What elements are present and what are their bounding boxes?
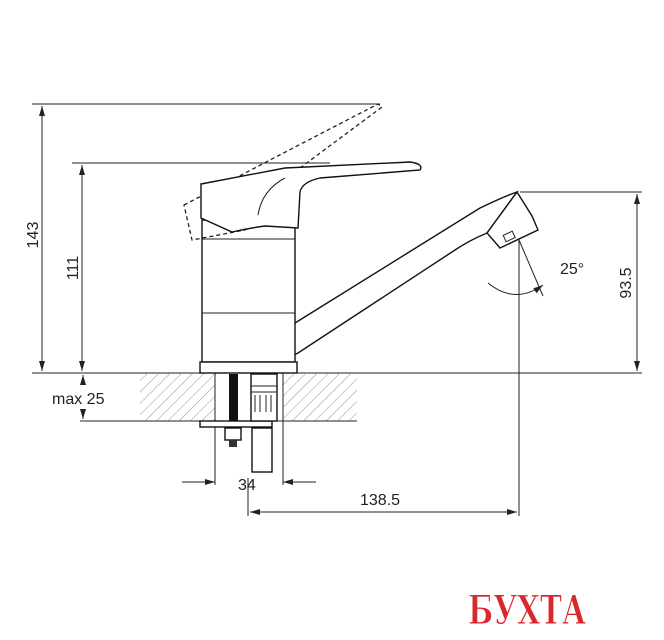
supply-hose <box>251 427 273 473</box>
body-cylinder <box>201 219 296 363</box>
lever <box>200 161 422 233</box>
spout-arm <box>287 190 519 356</box>
counter-section-right <box>283 373 357 421</box>
label-143: 143 <box>25 222 42 249</box>
countertop <box>140 373 357 485</box>
watermark-logo: БУХТА <box>468 587 586 634</box>
mounting-plate <box>199 420 273 428</box>
label-25-degrees: 25° <box>560 261 584 278</box>
faucet-body <box>199 219 298 374</box>
stud-end <box>229 440 237 447</box>
nut <box>224 427 242 441</box>
mounting-stud <box>229 374 238 421</box>
mounting-hardware <box>199 373 278 473</box>
label-max-25: max 25 <box>52 391 105 408</box>
label-93-5: 93.5 <box>618 267 635 298</box>
dimension-lines <box>39 106 640 516</box>
spout <box>287 190 539 356</box>
label-138-5: 138.5 <box>360 492 400 509</box>
angle-arc <box>487 282 544 295</box>
label-34: 34 <box>238 477 256 494</box>
aerator <box>486 190 539 249</box>
counter-section-left <box>140 373 215 421</box>
lever-handle <box>200 161 422 233</box>
base-flange <box>199 361 298 374</box>
label-111: 111 <box>65 256 82 280</box>
